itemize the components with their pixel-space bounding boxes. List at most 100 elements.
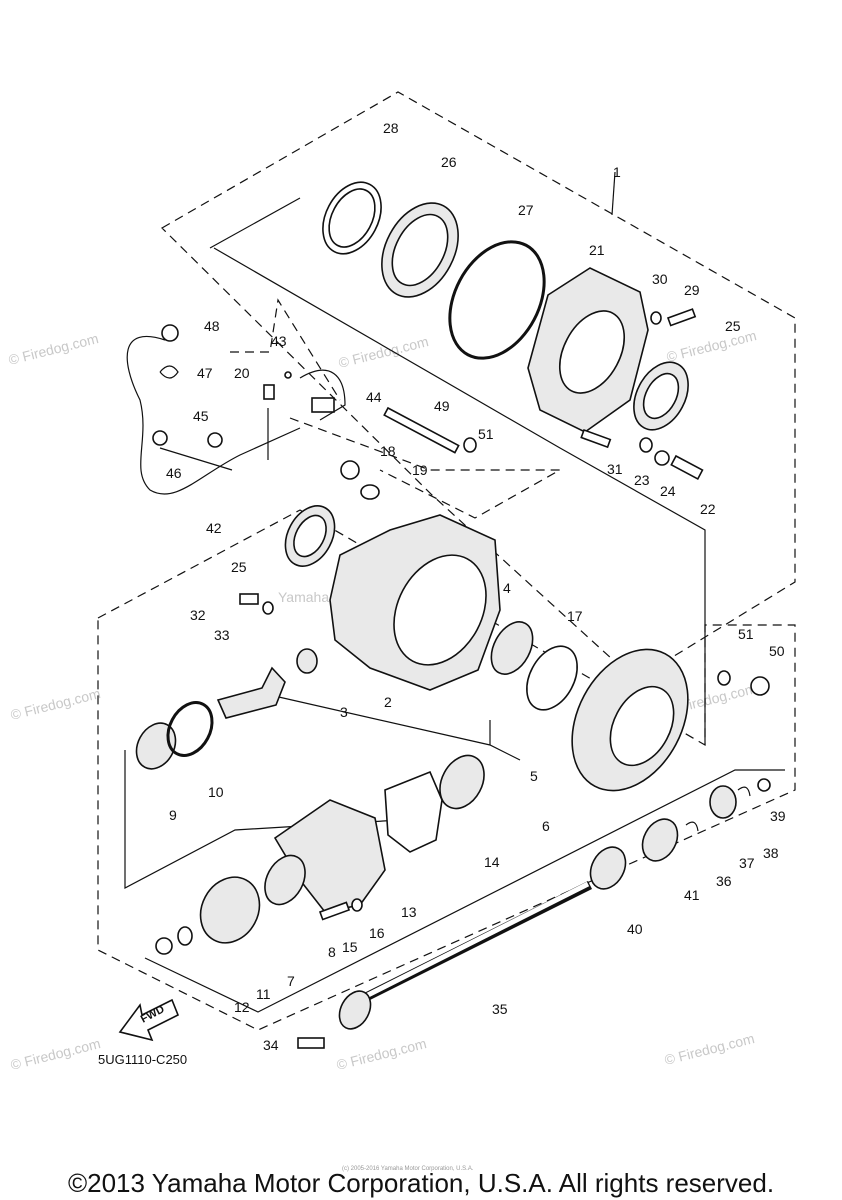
callout: 1	[613, 164, 621, 180]
washer-30	[650, 311, 662, 325]
callout: 15	[342, 939, 358, 955]
callout: 13	[401, 904, 417, 920]
watermark: © Firedog.com	[9, 685, 102, 723]
callout: 37	[739, 855, 755, 871]
watermark: © Firedog.com	[7, 330, 100, 368]
clamp-44	[311, 397, 335, 413]
plug-18	[340, 460, 360, 480]
coupling-7	[199, 876, 261, 944]
callout: 45	[193, 408, 209, 424]
shim-17	[526, 645, 578, 711]
case-13	[273, 799, 386, 913]
pinion-gear	[216, 666, 286, 719]
callout-labels: 1 2 3 4 5 6 7 8 9 10 11 12 13 14 15 16 1…	[166, 120, 786, 1053]
callout: 7	[287, 973, 295, 989]
clamp-45	[207, 432, 223, 448]
watermark: © Firedog.com	[663, 1030, 756, 1068]
callout: 25	[725, 318, 741, 334]
screw-32	[239, 593, 259, 605]
callout: 3	[340, 704, 348, 720]
clamp-46	[152, 430, 168, 446]
callout: 32	[190, 607, 206, 623]
fitting-20	[263, 384, 275, 400]
bolt-group-box	[289, 417, 563, 519]
callout: 33	[214, 627, 230, 643]
callout: 8	[328, 944, 336, 960]
watermark: © Firedog.com	[9, 1035, 102, 1073]
callout: 12	[234, 999, 250, 1015]
nut-12	[155, 937, 173, 955]
bearing-37	[709, 785, 737, 819]
bolt-31	[580, 428, 612, 449]
spring-34	[297, 1037, 325, 1049]
callout: 4	[503, 580, 511, 596]
leader-lines	[124, 171, 785, 1013]
callout: 14	[484, 854, 500, 870]
callout: 9	[169, 807, 177, 823]
callout: 46	[166, 465, 182, 481]
cap-48	[161, 324, 179, 342]
callout: 44	[366, 389, 382, 405]
callout: 41	[684, 887, 700, 903]
bolt-29	[666, 308, 697, 327]
o-ring-10	[166, 701, 214, 757]
parts-art	[118, 181, 771, 1049]
callout: 11	[256, 986, 271, 1002]
clip-47	[159, 365, 179, 379]
callout: 38	[763, 845, 779, 861]
assembly-boundaries	[97, 91, 796, 1031]
washer-11	[177, 926, 193, 946]
nut-50	[750, 676, 770, 696]
callout: 5	[530, 768, 538, 784]
callout: 47	[197, 365, 213, 381]
callout: 25	[231, 559, 247, 575]
footer-small-watermark: (c) 2005-2016 Yamaha Motor Corporation, …	[342, 1166, 474, 1172]
washer-51-right	[717, 670, 731, 686]
callout: 51	[738, 626, 754, 642]
callout: 10	[208, 784, 224, 800]
circlip-38	[737, 786, 751, 797]
callout: 16	[369, 925, 385, 941]
callout: 27	[518, 202, 534, 218]
callout: 22	[700, 501, 716, 517]
part-41	[641, 818, 679, 862]
callout: 48	[204, 318, 220, 334]
callout: 42	[206, 520, 222, 536]
callout: 23	[634, 472, 650, 488]
breather-hose-42	[126, 335, 301, 495]
callout: 19	[412, 462, 428, 478]
callout: 18	[380, 443, 396, 459]
callout: 29	[684, 282, 700, 298]
washer-33	[262, 601, 274, 615]
upper-assembly-box	[161, 91, 796, 681]
callout: 31	[607, 461, 623, 477]
callout: 35	[492, 1001, 508, 1017]
copyright-text: ©2013 Yamaha Motor Corporation, U.S.A. A…	[68, 1168, 774, 1198]
callout: 17	[567, 608, 583, 624]
part-40	[589, 846, 627, 890]
callout: 21	[589, 242, 605, 258]
plug-39	[757, 778, 771, 792]
bearing-6	[439, 754, 485, 810]
watermark: © Firedog.com	[335, 1035, 428, 1073]
o-ring-27	[448, 240, 546, 360]
callout: 43	[271, 333, 287, 349]
callout: 36	[716, 873, 732, 889]
washer-51	[463, 437, 477, 453]
callout: 50	[769, 643, 785, 659]
callout: 24	[660, 483, 676, 499]
circlip-36	[685, 821, 699, 832]
diagram-code: 5UG1110-C250	[98, 1052, 187, 1067]
callout: 34	[263, 1037, 279, 1053]
bolt-15	[318, 901, 351, 921]
lower-assembly-box	[97, 509, 796, 1031]
clip-43	[284, 371, 292, 379]
callout: 39	[770, 808, 786, 824]
stud-22	[670, 454, 704, 480]
bearing-4	[490, 621, 534, 675]
vent-group-box	[230, 298, 341, 401]
callout: 49	[434, 398, 450, 414]
callout: 2	[384, 694, 392, 710]
vent-hose	[299, 369, 346, 421]
